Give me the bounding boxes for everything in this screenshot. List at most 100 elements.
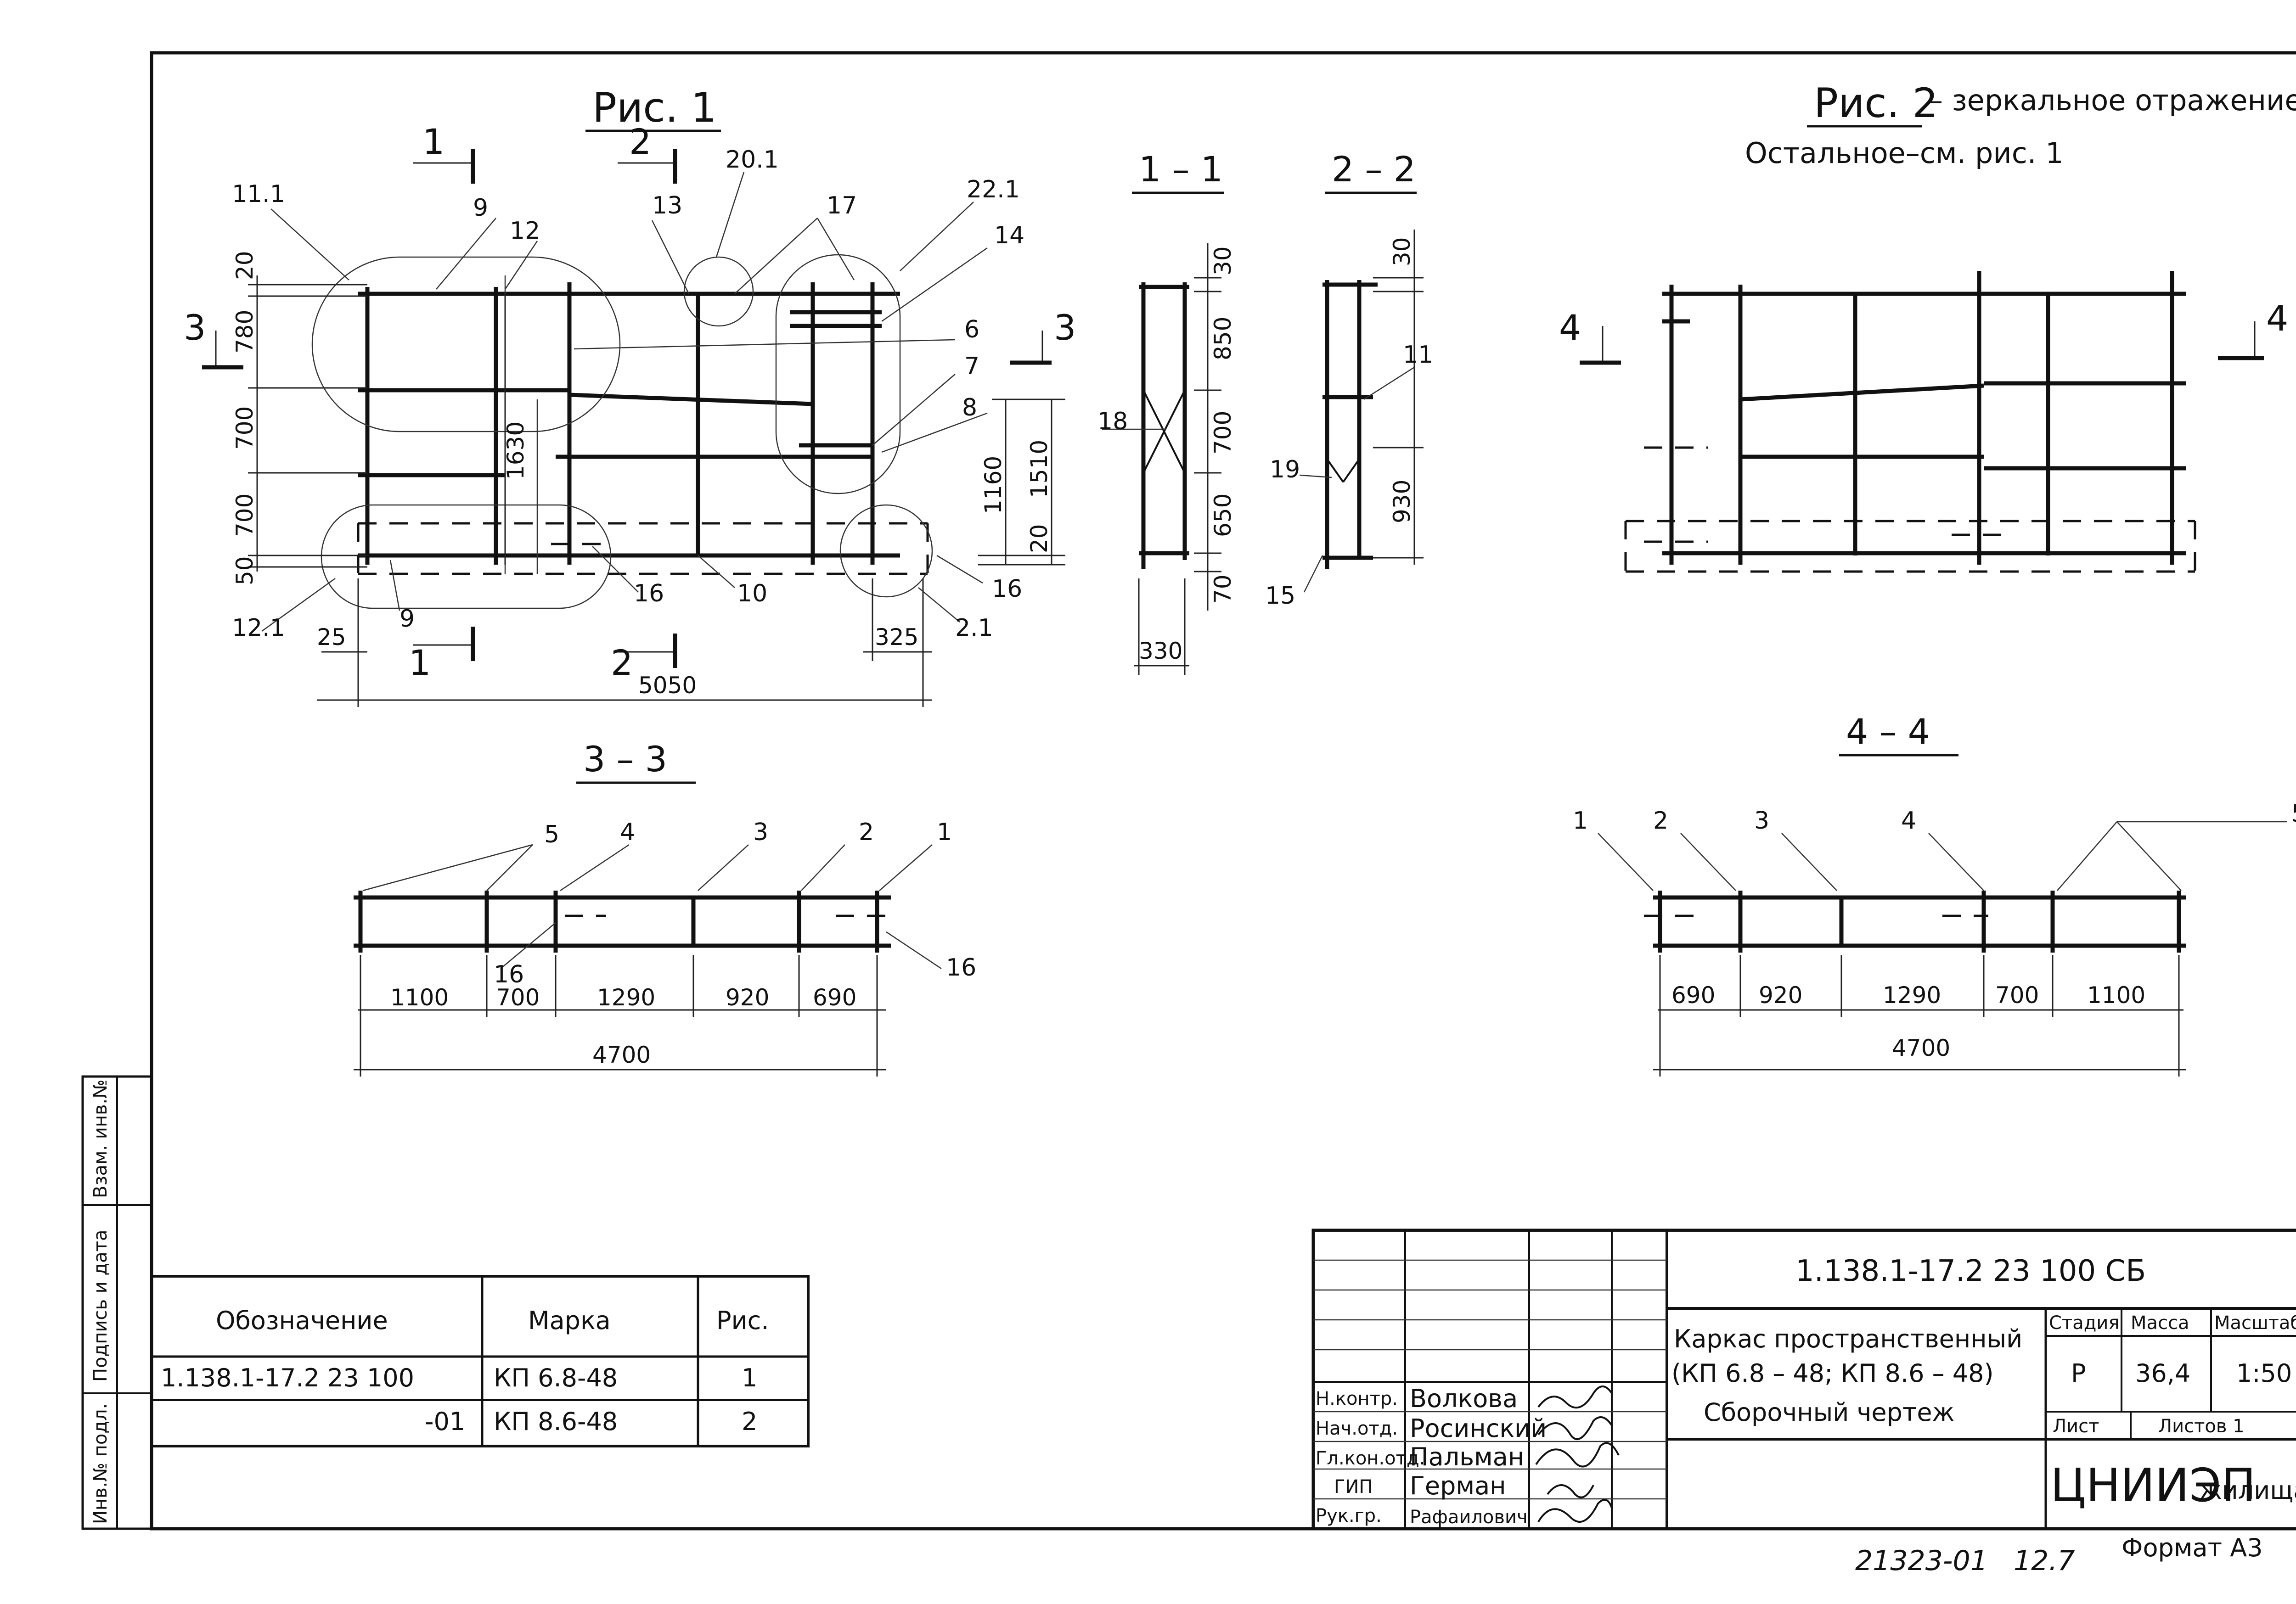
spec-row2-mark: КП 8.6-48 xyxy=(494,1407,618,1436)
section-1-1: 1 – 1 30 850 700 650 70 330 18 xyxy=(1097,149,1236,675)
sec33-label-1: 1 xyxy=(937,819,952,846)
sec11-dim-70: 70 xyxy=(1210,574,1236,604)
sec44-dim-920: 920 xyxy=(1759,982,1802,1009)
sec11-dim-650: 650 xyxy=(1210,494,1236,537)
cut-markers: 1 2 1 2 3 3 xyxy=(184,121,1076,683)
fig2-note-1: – зеркальное отражение xyxy=(1929,84,2296,117)
footer-format: Формат А3 xyxy=(2122,1533,2263,1562)
tb-role-3: Гл.кон.отд. xyxy=(1316,1448,1425,1469)
sec33-label-4: 4 xyxy=(620,819,635,846)
spec-row1-mark: КП 6.8-48 xyxy=(494,1363,618,1392)
tb-role-1: Н.контр. xyxy=(1316,1388,1398,1409)
signature-5 xyxy=(1537,1499,1613,1523)
fig1-dim-20r: 20 xyxy=(1026,524,1052,553)
sec22-label-15: 15 xyxy=(1265,582,1295,610)
fig1-dim-25: 25 xyxy=(317,624,346,651)
fig1-dim-700a: 700 xyxy=(231,406,258,450)
cut-1-bottom: 1 xyxy=(409,642,431,683)
sec11-dim-850: 850 xyxy=(1210,317,1236,360)
tb-name-4: Герман xyxy=(1410,1471,1506,1500)
sec33-dim-690: 690 xyxy=(813,984,856,1011)
side-stamp-sign: Подпись и дата xyxy=(90,1230,111,1382)
cut-4-right: 4 xyxy=(2266,298,2288,339)
sec33-label-5: 5 xyxy=(544,821,559,848)
tb-name-line3: Сборочный чертеж xyxy=(1704,1398,1954,1427)
spec-header-designation: Обозначение xyxy=(216,1306,388,1335)
signature-2 xyxy=(1537,1416,1613,1440)
label-8: 8 xyxy=(962,394,977,421)
spec-header-fig: Рис. xyxy=(716,1306,769,1335)
sec33-label-3: 3 xyxy=(753,819,768,846)
tb-sheet-label: Лист xyxy=(2053,1416,2099,1437)
label-16b: 16 xyxy=(992,575,1022,603)
cut-2-bottom: 2 xyxy=(611,642,633,683)
sec44-dim-1290: 1290 xyxy=(1883,982,1941,1009)
label-22-1: 22.1 xyxy=(967,176,1020,203)
sec44-dim-1100: 1100 xyxy=(2087,982,2145,1009)
tb-doc-number: 1.138.1-17.2 23 100 СБ xyxy=(1795,1254,2146,1288)
fig1-dim-325: 325 xyxy=(875,624,918,651)
sec33-label-16b: 16 xyxy=(946,954,976,981)
fig1-title: Рис. 1 xyxy=(592,84,717,131)
fig1-dim-1510: 1510 xyxy=(1026,440,1052,498)
tb-mass-label: Масса xyxy=(2131,1312,2189,1334)
section-2-2: 2 – 2 30 930 11 19 15 xyxy=(1265,149,1433,610)
signature-3 xyxy=(1535,1442,1620,1468)
label-20-1: 20.1 xyxy=(726,146,779,174)
tb-stage-label: Стадия xyxy=(2049,1312,2119,1334)
section-2-2-title: 2 – 2 xyxy=(1332,149,1416,190)
sec33-dim-700: 700 xyxy=(496,984,540,1011)
cut-4-left: 4 xyxy=(1559,307,1581,348)
cut-1-top: 1 xyxy=(422,121,445,162)
label-11-1: 11.1 xyxy=(232,180,285,208)
fig1-dim-1630: 1630 xyxy=(502,421,529,480)
tb-name-1: Волкова xyxy=(1410,1384,1518,1413)
fig1-dim-1160: 1160 xyxy=(980,456,1007,514)
sheet-frame xyxy=(150,51,2296,1531)
fig1-dim-50: 50 xyxy=(231,556,258,585)
label-10: 10 xyxy=(737,580,767,607)
tb-name-line1: Каркас пространственный xyxy=(1674,1324,2022,1353)
label-14: 14 xyxy=(994,222,1024,249)
section-1-1-title: 1 – 1 xyxy=(1139,149,1223,190)
signature-1 xyxy=(1537,1385,1613,1409)
sec33-dim-1290: 1290 xyxy=(597,984,655,1011)
tb-role-2: Нач.отд. xyxy=(1316,1418,1398,1439)
section-4-4-title: 4 – 4 xyxy=(1846,711,1930,752)
label-2-1: 2.1 xyxy=(955,614,993,642)
sec22-label-19: 19 xyxy=(1270,456,1300,483)
label-12: 12 xyxy=(510,217,540,245)
spec-row1-designation: 1.138.1-17.2 23 100 xyxy=(161,1363,414,1392)
sec44-dim-690: 690 xyxy=(1671,982,1715,1009)
sec11-label-18: 18 xyxy=(1097,408,1128,435)
side-stamp: Инв.№ подл. Подпись и дата Взам. инв.№ xyxy=(81,1075,153,1530)
tb-org-main: ЦНИИЭП xyxy=(2050,1458,2256,1512)
tb-name-2: Росинский xyxy=(1410,1414,1547,1443)
spec-row1-fig: 1 xyxy=(742,1363,757,1392)
fig1-dim-5050: 5050 xyxy=(638,672,697,699)
sec11-dim-700: 700 xyxy=(1210,411,1236,454)
sec44-label-2: 2 xyxy=(1653,807,1668,835)
fig1-leaders: 11.1 9 12 13 20.1 17 22.1 14 6 7 8 16 xyxy=(232,146,1024,642)
sec44-dim-4700: 4700 xyxy=(1892,1035,1950,1061)
tb-role-4: ГИП xyxy=(1334,1476,1373,1497)
sec22-dim-930: 930 xyxy=(1389,480,1415,523)
label-9a: 9 xyxy=(473,194,488,222)
tb-scale-label: Масштаб xyxy=(2214,1312,2296,1334)
label-9b: 9 xyxy=(400,605,415,633)
sec33-dim-920: 920 xyxy=(726,984,769,1011)
label-12-1: 12.1 xyxy=(232,614,285,642)
label-6: 6 xyxy=(964,316,979,343)
tb-name-line2: (КП 6.8 – 48; КП 8.6 – 48) xyxy=(1671,1359,1994,1388)
tb-mass: 36,4 xyxy=(2135,1359,2190,1388)
sec44-label-5: 5 xyxy=(2291,800,2296,828)
fig1-dim-20: 20 xyxy=(231,251,258,280)
fig1-dim-780: 780 xyxy=(231,310,258,353)
label-13: 13 xyxy=(652,192,682,219)
sec44-label-3: 3 xyxy=(1754,807,1769,835)
fig1-dim-700b: 700 xyxy=(231,494,258,537)
sec44-label-1: 1 xyxy=(1573,807,1588,835)
sec22-label-11: 11 xyxy=(1403,341,1433,369)
spec-row2-fig: 2 xyxy=(742,1407,757,1436)
